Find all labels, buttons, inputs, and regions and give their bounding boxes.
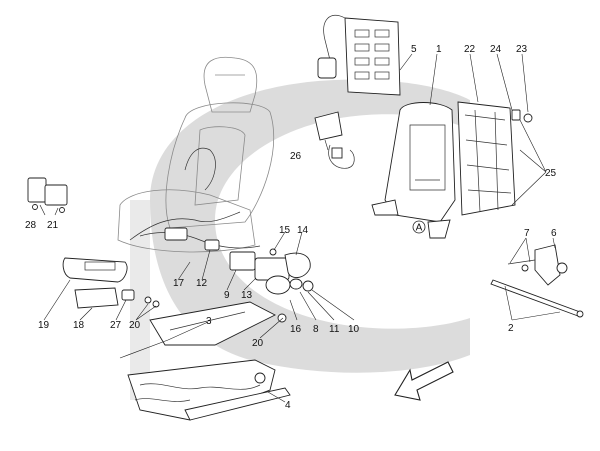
callout-2: 2 (508, 323, 514, 334)
callout-28: 28 (25, 220, 37, 231)
callout-12: 12 (196, 278, 208, 289)
switch-housings (27, 177, 68, 213)
callout-25: 25 (545, 168, 557, 179)
small-brackets (511, 109, 533, 123)
callout-19: 19 (38, 320, 50, 331)
recliner-parts (490, 244, 584, 318)
callout-24: 24 (490, 44, 502, 55)
callout-23: 23 (516, 44, 528, 55)
callout-16: 16 (290, 324, 302, 335)
callout-1: 1 (436, 44, 442, 55)
callout-6: 6 (551, 228, 557, 239)
callout-9: 9 (224, 290, 230, 301)
callout-17: 17 (173, 278, 185, 289)
callout-15: 15 (279, 225, 291, 236)
callout-4: 4 (285, 400, 291, 411)
leader-lines (39, 53, 561, 403)
callout-22: 22 (464, 44, 476, 55)
backrest-panel (457, 101, 516, 216)
callout-labels: 1 2 3 4 5 6 7 8 9 10 11 12 13 14 15 16 1… (25, 44, 557, 411)
callout-10: 10 (348, 324, 360, 335)
lumbar-panel (317, 14, 401, 96)
callout-11: 11 (329, 324, 340, 335)
callout-13: 13 (241, 290, 253, 301)
small-parts-8-10-11 (265, 275, 314, 323)
callout-7: 7 (524, 228, 530, 239)
control-module (314, 111, 355, 169)
callout-8: 8 (313, 324, 319, 335)
seat-wiring (129, 147, 261, 251)
marker-a: A (412, 220, 426, 234)
seat-ghost-outline (117, 56, 274, 253)
callout-3: 3 (206, 316, 212, 327)
marker-a-label: A (416, 223, 423, 234)
callout-21: 21 (47, 220, 59, 231)
callout-18: 18 (73, 320, 85, 331)
callout-27: 27 (110, 320, 122, 331)
side-trim (62, 257, 128, 283)
seat-rail-frame (127, 301, 291, 421)
seat-back-frame (371, 102, 456, 239)
ecu-modules (229, 248, 311, 281)
callout-20-b: 20 (252, 338, 264, 349)
background-swoosh (130, 79, 470, 400)
callout-20-a: 20 (129, 320, 141, 331)
callout-5: 5 (411, 44, 417, 55)
direction-arrow (394, 361, 454, 401)
callout-26: 26 (290, 151, 302, 162)
callout-14: 14 (297, 225, 309, 236)
switch-18-27 (74, 287, 160, 309)
